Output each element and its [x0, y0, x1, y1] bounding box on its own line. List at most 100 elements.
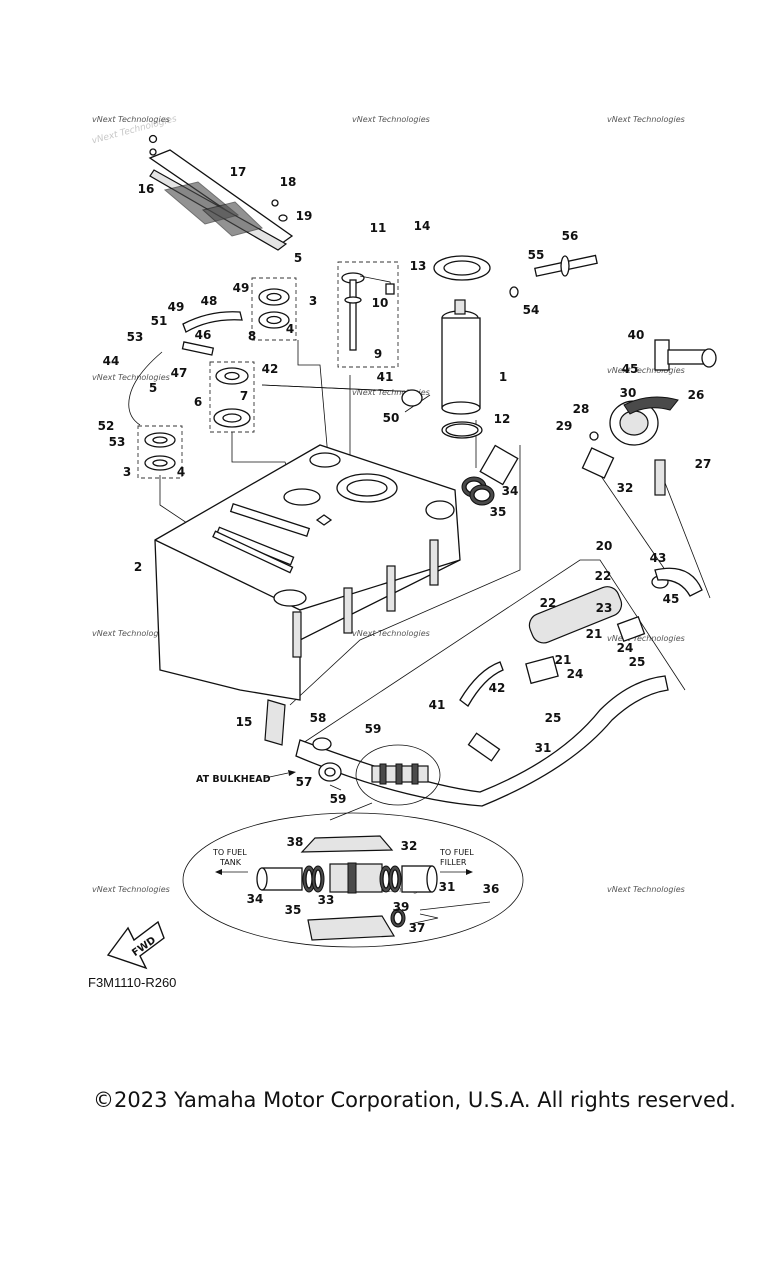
callout-54: 54 — [523, 303, 540, 317]
callout-30: 30 — [620, 386, 637, 400]
callout-50: 50 — [383, 411, 400, 425]
to-fuel-tank-note: TO FUEL — [212, 848, 247, 857]
direction-arrows — [215, 770, 473, 875]
callout-29: 29 — [556, 419, 573, 433]
callout-4: 4 — [286, 322, 294, 336]
fuel-fill-tube — [295, 661, 669, 807]
gasket-group-box-mid — [209, 361, 255, 433]
callout-41: 41 — [377, 370, 394, 384]
callout-3: 3 — [309, 294, 317, 308]
callout-57: 57 — [296, 775, 313, 789]
to-fuel-filler-note: TO FUEL — [439, 848, 474, 857]
watermark: vNext Technologies — [92, 115, 170, 124]
callout-58: 58 — [310, 711, 327, 725]
fuel-pump-assembly — [433, 255, 491, 439]
callout-45: 45 — [622, 362, 639, 376]
callout-5: 5 — [149, 381, 157, 395]
watermark: vNext Technologies — [92, 373, 170, 382]
callout-21: 21 — [555, 653, 572, 667]
callout-6: 6 — [194, 395, 202, 409]
detail-circle-contents — [371, 763, 429, 785]
callout-59: 59 — [365, 722, 382, 736]
callout-15: 15 — [236, 715, 253, 729]
watermark: vNext Technologies — [352, 388, 430, 397]
watermark: vNext Technologies — [352, 115, 430, 124]
callout-51: 51 — [151, 314, 168, 328]
filler-neck-parts — [509, 254, 598, 298]
callout-13: 13 — [410, 259, 427, 273]
callout-39: 39 — [393, 900, 410, 914]
callout-42: 42 — [489, 681, 506, 695]
callout-18: 18 — [280, 175, 297, 189]
charcoal-canister-assembly — [525, 567, 703, 685]
callout-26: 26 — [688, 388, 705, 402]
callout-25: 25 — [629, 655, 646, 669]
fuel-filler-assembly — [581, 339, 717, 496]
callout-53: 53 — [109, 435, 126, 449]
watermark: vNext Technologies — [92, 885, 170, 894]
to-fuel-tank-note-line2: TANK — [219, 858, 242, 867]
callout-24: 24 — [567, 667, 584, 681]
callout-49: 49 — [168, 300, 185, 314]
to-fuel-filler-note-line2: FILLER — [440, 858, 467, 867]
fuel-tank — [154, 444, 461, 701]
fwd-arrow-icon: FWD — [106, 920, 165, 970]
callout-48: 48 — [201, 294, 218, 308]
callout-36: 36 — [483, 882, 500, 896]
watermark: vNext Technologies — [607, 115, 685, 124]
callout-23: 23 — [596, 601, 613, 615]
gasket-group-box-upper — [251, 277, 297, 341]
sender-group-box — [337, 261, 399, 368]
callout-35: 35 — [285, 903, 302, 917]
callout-56: 56 — [562, 229, 579, 243]
callout-53: 53 — [127, 330, 144, 344]
detail-oval — [182, 812, 524, 948]
callout-52: 52 — [98, 419, 115, 433]
callout-1: 1 — [499, 370, 507, 384]
callout-32: 32 — [617, 481, 634, 495]
callout-34: 34 — [247, 892, 264, 906]
tank-pad — [264, 699, 286, 746]
callout-42: 42 — [262, 362, 279, 376]
callout-2: 2 — [134, 560, 142, 574]
callout-10: 10 — [372, 296, 389, 310]
watermark: vNext Technologies — [607, 634, 685, 643]
callout-31: 31 — [439, 880, 456, 894]
callout-27: 27 — [695, 457, 712, 471]
callout-19: 19 — [296, 209, 313, 223]
callout-40: 40 — [628, 328, 645, 342]
watermark: vNext Technologies — [607, 366, 685, 375]
diagram-part-code: F3M1110-R260 — [88, 975, 177, 990]
callout-43: 43 — [650, 551, 667, 565]
gaskets — [144, 288, 290, 471]
callout-31: 31 — [535, 741, 552, 755]
fuel-hose-and-clamps — [461, 444, 519, 506]
callout-9: 9 — [374, 347, 382, 361]
callout-47: 47 — [171, 366, 188, 380]
copyright-notice: ©2023 Yamaha Motor Corporation, U.S.A. A… — [93, 1088, 736, 1112]
callout-33: 33 — [318, 893, 335, 907]
callout-45: 45 — [663, 592, 680, 606]
gasket-group-box-lower — [137, 425, 183, 479]
callout-41: 41 — [429, 698, 446, 712]
fuel-tank-cover-tray — [148, 134, 294, 251]
callout-8: 8 — [248, 329, 256, 343]
callout-32: 32 — [401, 839, 418, 853]
callout-22: 22 — [595, 569, 612, 583]
callout-59: 59 — [330, 792, 347, 806]
callout-38: 38 — [287, 835, 304, 849]
callout-22: 22 — [540, 596, 557, 610]
fuel-sender-unit — [341, 272, 395, 351]
callout-24: 24 — [617, 641, 634, 655]
callout-20: 20 — [596, 539, 613, 553]
callout-35: 35 — [490, 505, 507, 519]
callout-5: 5 — [294, 251, 302, 265]
watermark: vNext Technologies — [92, 629, 170, 638]
detail-leader — [329, 802, 373, 821]
detail-hose-connection — [256, 835, 491, 941]
callout-17: 17 — [230, 165, 247, 179]
fuel-tank-exploded-diagram: vNext Technologies vNext Technologies vN… — [91, 114, 717, 970]
watermark: vNext Technologies — [352, 629, 430, 638]
callout-14: 14 — [414, 219, 431, 233]
callout-44: 44 — [103, 354, 120, 368]
